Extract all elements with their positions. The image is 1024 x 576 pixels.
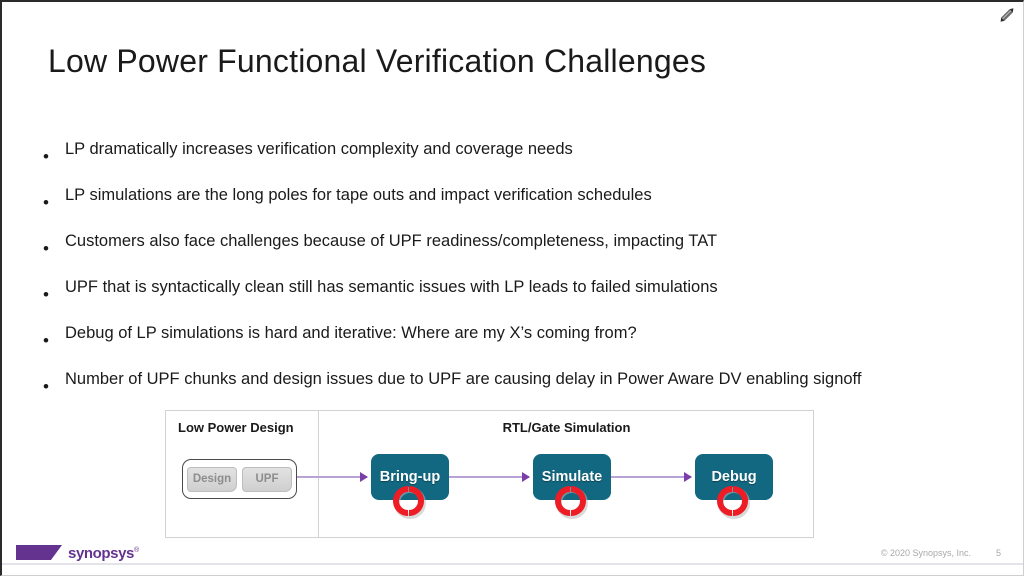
list-item-label: Number of UPF chunks and design issues d… — [65, 370, 862, 388]
list-item-label: LP simulations are the long poles for ta… — [65, 186, 652, 204]
panel-divider — [318, 411, 319, 537]
circular-arrow-loop-icon — [392, 485, 428, 521]
registered-trademark-symbol: ® — [134, 547, 139, 554]
page-title: Low Power Functional Verification Challe… — [48, 43, 707, 79]
bullet-marker: • — [43, 239, 49, 258]
bullet-marker: • — [43, 377, 49, 396]
upf-tag: UPF — [242, 466, 292, 492]
design-tag: Design — [187, 466, 237, 492]
list-item-label: Debug of LP simulations is hard and iter… — [65, 324, 637, 342]
list-item-label: UPF that is syntactically clean still ha… — [65, 278, 718, 296]
diagonal-expand-arrows-icon[interactable] — [998, 6, 1016, 24]
list-item: • Debug of LP simulations is hard and it… — [40, 324, 1015, 370]
bullet-marker: • — [43, 331, 49, 350]
list-item: • UPF that is syntactically clean still … — [40, 278, 1015, 324]
list-item: • Customers also face challenges because… — [40, 232, 1015, 278]
bullet-list: • LP dramatically increases verification… — [40, 140, 1015, 416]
bullet-marker: • — [43, 147, 49, 166]
list-item: • Number of UPF chunks and design issues… — [40, 370, 1015, 416]
footer-divider — [2, 563, 1023, 565]
flow-diagram: Low Power Design RTL/Gate Simulation Des… — [165, 410, 814, 538]
flow-arrow-bringup-to-simulate — [449, 472, 530, 482]
flow-arrow-design-to-bringup — [297, 472, 368, 482]
list-item: • LP dramatically increases verification… — [40, 140, 1015, 186]
flow-right-panel-title: RTL/Gate Simulation — [502, 420, 631, 435]
flow-arrow-simulate-to-debug — [611, 472, 692, 482]
copyright-text: © 2020 Synopsys, Inc. — [880, 548, 971, 558]
circular-arrow-loop-icon — [554, 485, 590, 521]
list-item-label: Customers also face challenges because o… — [65, 232, 718, 250]
list-item-label: LP dramatically increases verification c… — [65, 140, 573, 158]
bullet-marker: • — [43, 285, 49, 304]
circular-arrow-loop-icon — [716, 485, 752, 521]
list-item: • LP simulations are the long poles for … — [40, 186, 1015, 232]
page-number: 5 — [995, 548, 1001, 558]
synopsys-logo-text: synopsys® — [68, 546, 139, 561]
synopsys-logo: synopsys® — [16, 545, 139, 561]
flow-left-panel-title: Low Power Design — [178, 420, 294, 435]
synopsys-logo-mark-icon — [16, 545, 62, 560]
logo-wordmark: synopsys — [68, 545, 134, 562]
low-power-design-capsule: Design UPF — [182, 459, 297, 499]
bullet-marker: • — [43, 193, 49, 212]
